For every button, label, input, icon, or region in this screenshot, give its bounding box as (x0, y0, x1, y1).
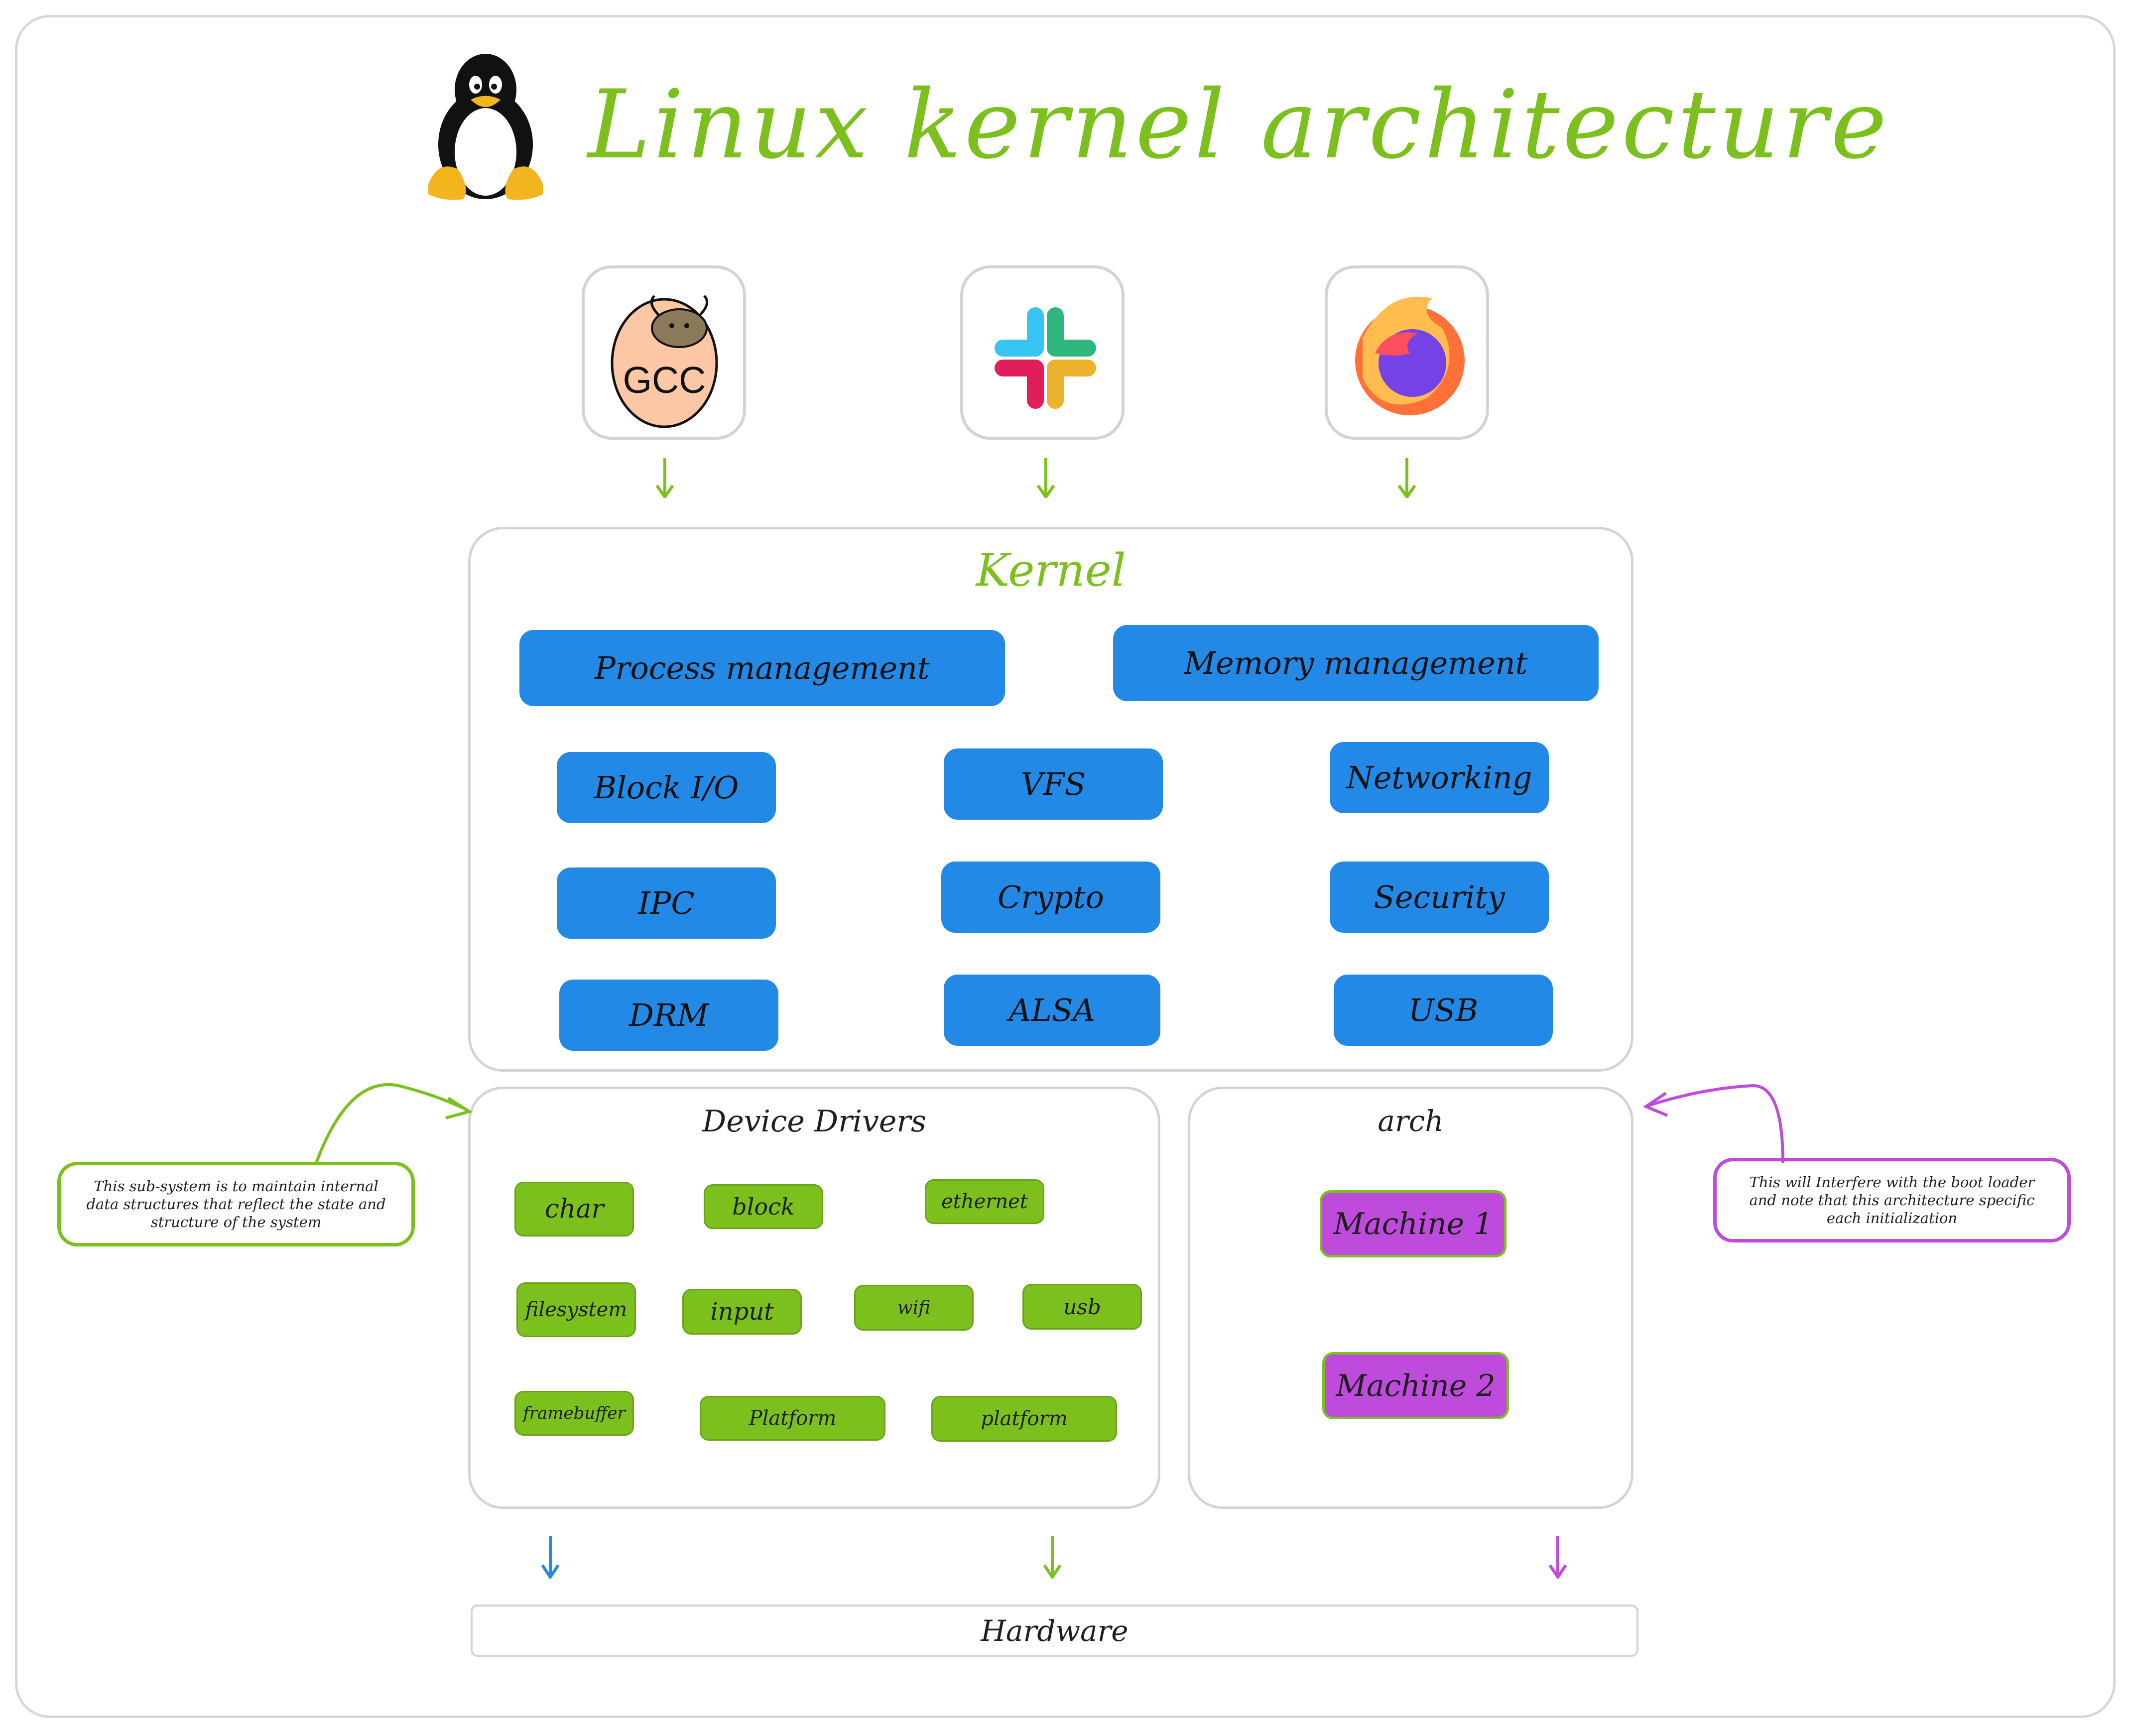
driver-input[interactable]: input (682, 1289, 802, 1335)
kernel-networking[interactable]: Networking (1330, 742, 1549, 813)
hardware-box: Hardware (471, 1605, 1638, 1657)
driver-filesystem[interactable]: filesystem (516, 1282, 636, 1337)
tux-penguin-logo (428, 54, 543, 200)
kernel-vfs[interactable]: VFS (944, 748, 1163, 820)
firefox-app-tile[interactable] (1325, 265, 1489, 440)
driver-char[interactable]: char (514, 1182, 634, 1237)
arrow-down-icon (655, 458, 674, 498)
gcc-app-tile[interactable]: GCC (582, 265, 746, 440)
kernel-usb[interactable]: USB (1334, 975, 1553, 1046)
arch-machine-1[interactable]: Machine 1 (1320, 1190, 1506, 1257)
arrow-down-purple-icon (1548, 1536, 1567, 1579)
driver-block[interactable]: block (704, 1184, 823, 1229)
kernel-drm[interactable]: DRM (559, 980, 778, 1051)
arch-title: arch (1378, 1104, 1444, 1138)
kernel-block-io[interactable]: Block I/O (557, 752, 776, 823)
kernel-crypto[interactable]: Crypto (941, 862, 1160, 933)
kernel-title: Kernel (976, 544, 1126, 597)
slack-app-tile[interactable] (960, 265, 1125, 440)
kernel-ipc[interactable]: IPC (557, 868, 776, 939)
driver-usb[interactable]: usb (1022, 1284, 1142, 1330)
driver-platform[interactable]: platform (931, 1396, 1117, 1442)
note-arrow-left-icon (315, 1083, 473, 1164)
arch-box: arch (1188, 1087, 1633, 1509)
driver-framebuffer[interactable]: framebuffer (514, 1391, 634, 1436)
slack-icon (995, 307, 1096, 409)
page-title: Linux kernel architecture (588, 70, 1890, 180)
arrow-down-green-icon (1043, 1536, 1062, 1579)
arch-machine-2[interactable]: Machine 2 (1322, 1352, 1509, 1419)
driver-ethernet[interactable]: ethernet (925, 1179, 1044, 1224)
kernel-alsa[interactable]: ALSA (944, 975, 1160, 1046)
kernel-security[interactable]: Security (1330, 862, 1549, 933)
arrow-down-icon (1036, 458, 1055, 498)
firefox-icon (1355, 296, 1465, 415)
kernel-process-management[interactable]: Process management (519, 630, 1005, 706)
arrow-down-blue-icon (541, 1536, 560, 1579)
driver-platform-capital[interactable]: Platform (700, 1396, 885, 1441)
kernel-memory-management[interactable]: Memory management (1113, 625, 1599, 701)
arrow-down-icon (1397, 458, 1416, 498)
note-arrow-right-icon (1642, 1084, 1784, 1163)
gcc-label: GCC (623, 359, 706, 401)
note-arch: This will Interfere with the boot loader… (1713, 1158, 2071, 1242)
driver-wifi[interactable]: wifi (854, 1285, 974, 1331)
gcc-icon: GCC (611, 295, 718, 428)
note-device-drivers: This sub-system is to maintain internal … (57, 1162, 415, 1246)
device-drivers-title: Device Drivers (702, 1104, 926, 1139)
